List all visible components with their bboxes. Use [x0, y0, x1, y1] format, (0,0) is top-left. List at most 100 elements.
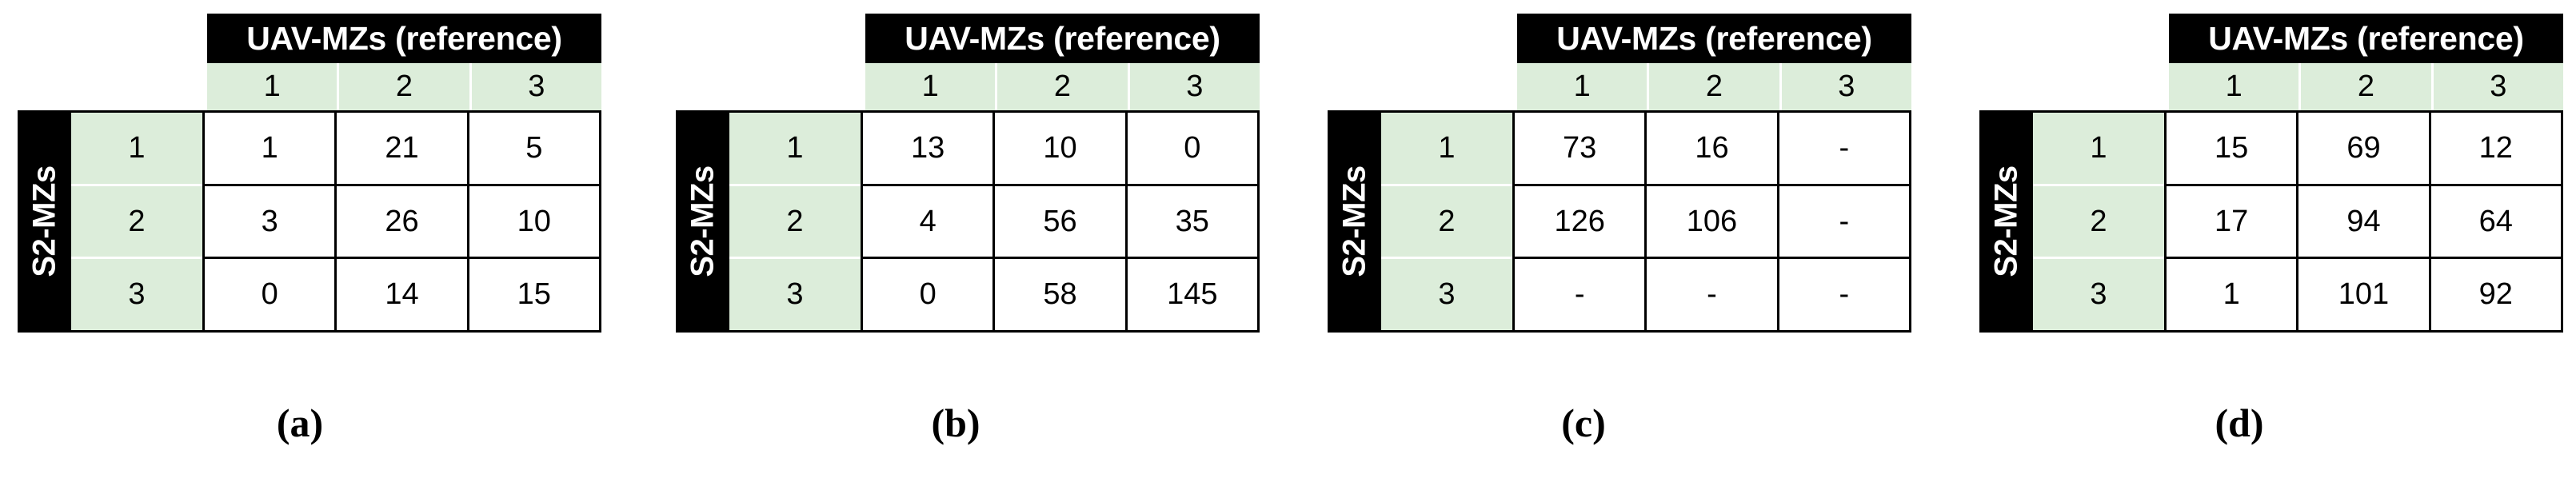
- panel-d-row-labels: 1 2 3: [2033, 113, 2167, 331]
- panel-d-cell-r1c3: 12: [2430, 113, 2561, 184]
- panel-a-cell-r2c1: 3: [205, 185, 337, 257]
- panel-b-cell-r2c3: 35: [1127, 185, 1257, 257]
- panel-c-cell-r3c2: -: [1647, 259, 1779, 331]
- panel-a-cell-r1c3: 5: [469, 113, 599, 184]
- panel-a-corner-spacer-2: [18, 63, 207, 110]
- table-row: 0 58 145: [863, 259, 1257, 331]
- panel-b-col-label-2: 2: [997, 63, 1130, 110]
- panel-c-row-label-2: 2: [1381, 185, 1512, 260]
- panel-c-col-label-2: 2: [1649, 63, 1782, 110]
- panel-d-col-label-2: 2: [2301, 63, 2434, 110]
- panel-b-grid: 1 2 3 13 10 0 4 56 35 0: [729, 110, 1260, 333]
- panel-d-cell-r3c1: 1: [2167, 259, 2299, 331]
- panel-b-top-band: UAV-MZs (reference): [676, 14, 1260, 63]
- panel-a-col-label-3: 3: [471, 63, 601, 110]
- panel-d-cell-r3c3: 92: [2430, 259, 2561, 331]
- panel-c-top-band: UAV-MZs (reference): [1328, 14, 1911, 63]
- table-row: 0 14 15: [205, 259, 599, 331]
- panel-d-cell-r2c1: 17: [2167, 185, 2299, 257]
- panel-b-row-label-1: 1: [729, 113, 861, 186]
- panel-a-col-label-1: 1: [207, 63, 340, 110]
- panel-b-row-axis: S2-MZs: [676, 110, 729, 333]
- panel-d-col-label-1: 1: [2169, 63, 2302, 110]
- table-row: 13 10 0: [863, 113, 1257, 186]
- panel-a-data-grid: 1 21 5 3 26 10 0 14 15: [205, 113, 599, 331]
- panel-b-row-axis-title: S2-MZs: [685, 165, 720, 277]
- panel-c-corner-spacer-2: [1328, 63, 1517, 110]
- panel-b-body: S2-MZs 1 2 3 13 10 0 4 56: [676, 110, 1260, 333]
- panel-b-col-label-1: 1: [865, 63, 998, 110]
- panel-b-cell-r2c2: 56: [995, 185, 1128, 257]
- panel-a-row-label-1: 1: [71, 113, 202, 186]
- table-row: 4 56 35: [863, 185, 1257, 260]
- panel-c-cell-r1c2: 16: [1647, 113, 1779, 184]
- panel-d-cell-r2c2: 94: [2298, 185, 2431, 257]
- panel-d-data-grid: 15 69 12 17 94 64 1 101 92: [2167, 113, 2561, 331]
- panel-a-top-band: UAV-MZs (reference): [18, 14, 601, 63]
- panel-b-corner-spacer-2: [676, 63, 865, 110]
- panel-c-row-axis-title: S2-MZs: [1336, 165, 1372, 277]
- panel-c-column-labels: 1 2 3: [1517, 63, 1911, 110]
- panel-c-row-axis: S2-MZs: [1328, 110, 1381, 333]
- panel-a-caption: (a): [276, 400, 324, 445]
- panel-b-cell-r3c3: 145: [1127, 259, 1257, 331]
- panel-a-cell-r3c1: 0: [205, 259, 337, 331]
- panel-d-caption: (d): [2215, 400, 2264, 445]
- panel-c-cell-r3c1: -: [1515, 259, 1647, 331]
- panel-a-corner-spacer: [18, 14, 207, 63]
- confusion-matrix-panel-b: UAV-MZs (reference) 1 2 3 S2-MZs 1 2 3: [676, 14, 1260, 333]
- panel-a-cell-r2c2: 26: [337, 185, 469, 257]
- panel-a-row-labels: 1 2 3: [71, 113, 205, 331]
- panel-a-column-header-row: 1 2 3: [18, 63, 601, 110]
- panel-a-body: S2-MZs 1 2 3 1 21 5 3 26: [18, 110, 601, 333]
- panel-c-col-label-1: 1: [1517, 63, 1650, 110]
- panel-a-cell-r1c2: 21: [337, 113, 469, 184]
- panel-a-column-labels: 1 2 3: [207, 63, 601, 110]
- panel-b-row-labels: 1 2 3: [729, 113, 863, 331]
- panel-a-grid: 1 2 3 1 21 5 3 26 10 0: [71, 110, 601, 333]
- panel-d-cell-r1c1: 15: [2167, 113, 2299, 184]
- panel-c-cell-r2c1: 126: [1515, 185, 1647, 257]
- panel-a-cell-r3c2: 14: [337, 259, 469, 331]
- table-row: 1 101 92: [2167, 259, 2561, 331]
- panel-b-cell-r1c1: 13: [863, 113, 996, 184]
- panel-b-cell-r1c3: 0: [1127, 113, 1257, 184]
- panel-b-column-labels: 1 2 3: [865, 63, 1260, 110]
- panel-b-data-grid: 13 10 0 4 56 35 0 58 145: [863, 113, 1257, 331]
- panel-c-cell-r1c1: 73: [1515, 113, 1647, 184]
- panel-d-column-axis-title: UAV-MZs (reference): [2169, 14, 2563, 63]
- panel-c-grid: 1 2 3 73 16 - 126 106 -: [1381, 110, 1911, 333]
- panel-a-cell-r2c3: 10: [469, 185, 599, 257]
- panel-c-row-labels: 1 2 3: [1381, 113, 1515, 331]
- panel-c-data-grid: 73 16 - 126 106 - - - -: [1515, 113, 1909, 331]
- panel-c-body: S2-MZs 1 2 3 73 16 - 126 106: [1328, 110, 1911, 333]
- panel-a-row-label-2: 2: [71, 185, 202, 260]
- table-row: 17 94 64: [2167, 185, 2561, 260]
- panel-d-row-label-1: 1: [2033, 113, 2164, 186]
- panel-b-column-header-row: 1 2 3: [676, 63, 1260, 110]
- panel-b-col-label-3: 3: [1129, 63, 1260, 110]
- table-row: 126 106 -: [1515, 185, 1909, 260]
- panel-d-col-label-3: 3: [2433, 63, 2563, 110]
- confusion-matrix-panel-c: UAV-MZs (reference) 1 2 3 S2-MZs 1 2 3: [1328, 14, 1911, 333]
- panel-d-row-label-2: 2: [2033, 185, 2164, 260]
- panel-a-row-axis: S2-MZs: [18, 110, 71, 333]
- panel-d-cell-r1c2: 69: [2298, 113, 2431, 184]
- panel-b-cell-r2c1: 4: [863, 185, 996, 257]
- panel-c-corner-spacer: [1328, 14, 1517, 63]
- panel-b-caption: (b): [931, 400, 980, 445]
- panel-d-row-label-3: 3: [2033, 259, 2164, 331]
- panel-b-corner-spacer: [676, 14, 865, 63]
- panel-d-top-band: UAV-MZs (reference): [1979, 14, 2563, 63]
- panel-c-cell-r2c2: 106: [1647, 185, 1779, 257]
- panel-d-body: S2-MZs 1 2 3 15 69 12 17 94: [1979, 110, 2563, 333]
- panel-d-column-header-row: 1 2 3: [1979, 63, 2563, 110]
- table-row: 15 69 12: [2167, 113, 2561, 186]
- panel-d-row-axis: S2-MZs: [1979, 110, 2033, 333]
- panel-d-corner-spacer-2: [1979, 63, 2169, 110]
- panel-b-column-axis-title: UAV-MZs (reference): [865, 14, 1260, 63]
- panel-c-cell-r3c3: -: [1779, 259, 1909, 331]
- confusion-matrix-panel-d: UAV-MZs (reference) 1 2 3 S2-MZs 1 2 3: [1979, 14, 2563, 333]
- panel-a-cell-r1c1: 1: [205, 113, 337, 184]
